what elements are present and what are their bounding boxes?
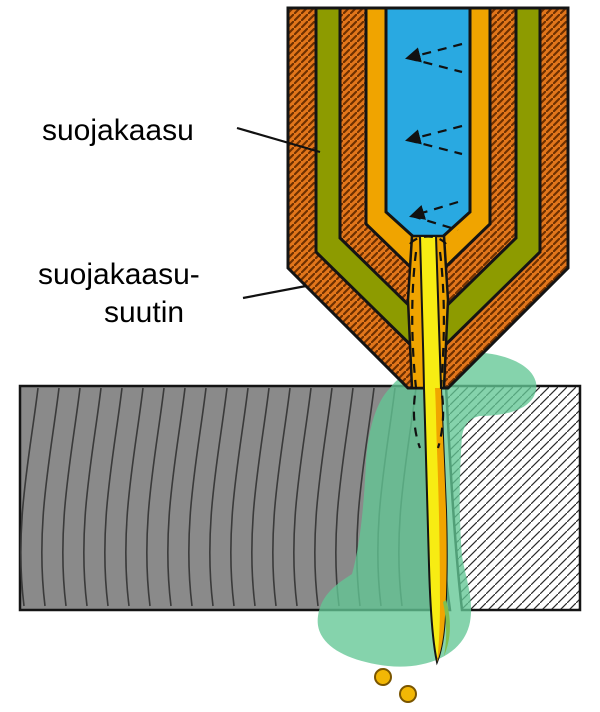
striation-line [62, 387, 81, 607]
dashed-flow-line-left [411, 251, 422, 449]
leader-line-nozzle [242, 284, 307, 300]
label-shielding-gas: suojakaasu [42, 114, 194, 147]
flow-line-3 [411, 214, 459, 232]
dashed-flow-line-right [436, 251, 445, 449]
striation-line [146, 387, 165, 607]
workpiece [18, 384, 582, 612]
drip-green [443, 600, 450, 656]
beam-orange-edge [435, 388, 447, 662]
molten-droplet-2 [399, 685, 417, 703]
label-nozzle-line1: suojakaasu- [38, 258, 200, 291]
cut-striations [20, 387, 417, 607]
striation-line [251, 387, 270, 607]
molten-droplet-1 [374, 668, 392, 686]
striation-line [272, 387, 291, 607]
striation-line [293, 387, 312, 607]
striation-line [188, 387, 207, 607]
striation-line [314, 387, 333, 607]
striation-line [167, 387, 186, 607]
gas-flow-arrows [405, 42, 463, 449]
label-nozzle-line2: suutin [104, 296, 184, 329]
leader-line-shielding-gas [236, 126, 321, 154]
striation-line [20, 387, 39, 607]
gas-channel-blue [384, 6, 472, 253]
striation-line [335, 387, 354, 607]
flow-arrow-3 [409, 200, 459, 220]
striation-line [209, 387, 228, 607]
striation-line [41, 387, 60, 607]
flow-arc-nozzle [409, 235, 447, 245]
striation-line [83, 387, 102, 607]
striation-line [125, 387, 144, 607]
striation-line [230, 387, 249, 607]
striation-line [104, 387, 123, 607]
